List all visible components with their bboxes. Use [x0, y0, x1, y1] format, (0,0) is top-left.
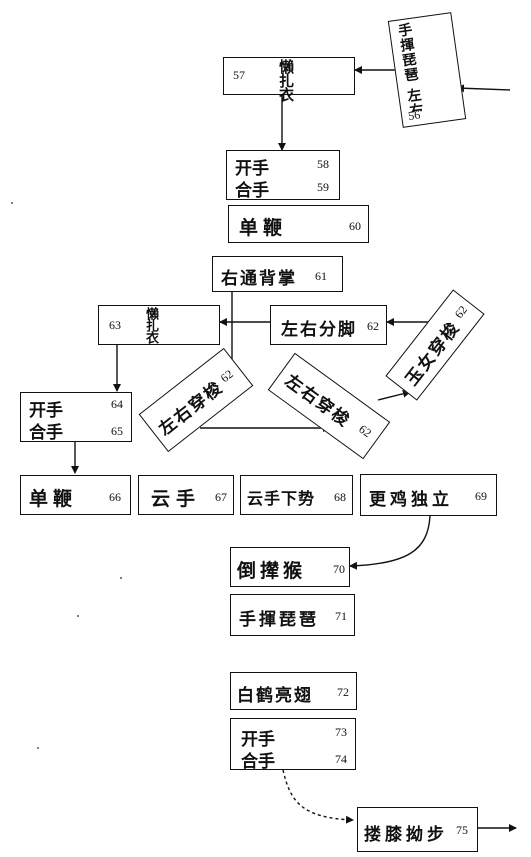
- node-75-label: 搂膝拗步: [364, 825, 448, 845]
- node-73-line2: 合手: [241, 752, 275, 772]
- node-58: 开手 合手 58 59: [226, 150, 340, 201]
- node-67-number: 67: [215, 490, 227, 504]
- node-63-number: 63: [109, 318, 121, 332]
- arrow-69-70: [349, 515, 431, 570]
- node-65-number: 65: [111, 424, 123, 438]
- node-62a-number: 62: [367, 319, 379, 333]
- node-68-number: 68: [334, 490, 346, 504]
- node-61-number: 61: [315, 269, 327, 283]
- node-62c-number: 62: [356, 421, 375, 441]
- node-66-label: 单鞭: [29, 488, 78, 510]
- arrow-entry: [456, 84, 511, 93]
- node-64-line2: 合手: [29, 423, 63, 443]
- node-60: 单鞭 60: [228, 205, 369, 243]
- node-62a: 左右分脚 62: [270, 305, 387, 345]
- node-57: 懶扎衣 57: [223, 57, 355, 101]
- node-71-label: 手揮琵琶: [239, 610, 319, 630]
- stray-dot: [11, 202, 13, 204]
- node-72: 白鹤亮翅 72: [230, 672, 357, 710]
- node-69-number: 69: [475, 489, 487, 503]
- node-68-label: 云手下势: [247, 489, 316, 508]
- node-63: 懶扎衣 63: [98, 305, 220, 345]
- node-63-label: 懶扎衣: [143, 307, 158, 343]
- node-73-line1: 开手: [241, 730, 275, 750]
- node-57-number: 57: [233, 68, 245, 82]
- node-59-number: 59: [317, 180, 329, 194]
- node-67: 云手 67: [138, 475, 234, 515]
- node-58-line2: 合手: [235, 181, 269, 201]
- node-72-number: 72: [337, 685, 349, 699]
- stray-dot: [77, 615, 79, 617]
- node-69-label: 更鸡独立: [369, 490, 453, 510]
- node-71-number: 71: [335, 609, 347, 623]
- node-70-label: 倒撵猴: [237, 560, 307, 582]
- node-68: 云手下势 68: [240, 475, 353, 515]
- node-56-number: 56: [407, 107, 422, 123]
- node-60-label: 单鞭: [239, 217, 288, 239]
- node-75-number: 75: [456, 823, 468, 837]
- node-67-label: 云手: [151, 488, 202, 510]
- arrow-73-75: [282, 769, 354, 824]
- node-66: 单鞭 66: [20, 475, 131, 515]
- arrow-62c-62d: [377, 389, 411, 401]
- node-62b-number: 62: [217, 366, 236, 386]
- node-62d-number: 62: [451, 302, 471, 321]
- node-73: 开手 合手 73 74: [230, 718, 356, 772]
- node-70-number: 70: [333, 562, 345, 576]
- node-64-number: 64: [111, 397, 123, 411]
- node-70: 倒撵猴 70: [230, 547, 350, 587]
- node-57-label: 懶扎衣: [277, 59, 295, 101]
- node-71: 手揮琵琶 71: [230, 594, 355, 636]
- stray-dot: [37, 747, 39, 749]
- node-75: 搂膝拗步 75: [357, 807, 478, 852]
- stray-dot: [120, 577, 122, 579]
- node-62a-label: 左右分脚: [281, 320, 357, 340]
- node-73-number: 73: [335, 725, 347, 739]
- node-58-number: 58: [317, 157, 329, 171]
- node-64-line1: 开手: [29, 401, 63, 421]
- node-58-line1: 开手: [235, 159, 269, 179]
- node-60-number: 60: [349, 219, 361, 233]
- node-72-label: 白鹤亮翅: [237, 686, 313, 706]
- node-64: 开手 合手 64 65: [20, 392, 132, 443]
- node-61-label: 右通背掌: [221, 269, 297, 289]
- node-66-number: 66: [109, 490, 121, 504]
- node-61: 右通背掌 61: [212, 256, 343, 292]
- node-56-label: 手揮琵琶 左右摟膝拗步: [395, 21, 425, 114]
- node-74-number: 74: [335, 752, 347, 766]
- node-69: 更鸡独立 69: [360, 474, 497, 516]
